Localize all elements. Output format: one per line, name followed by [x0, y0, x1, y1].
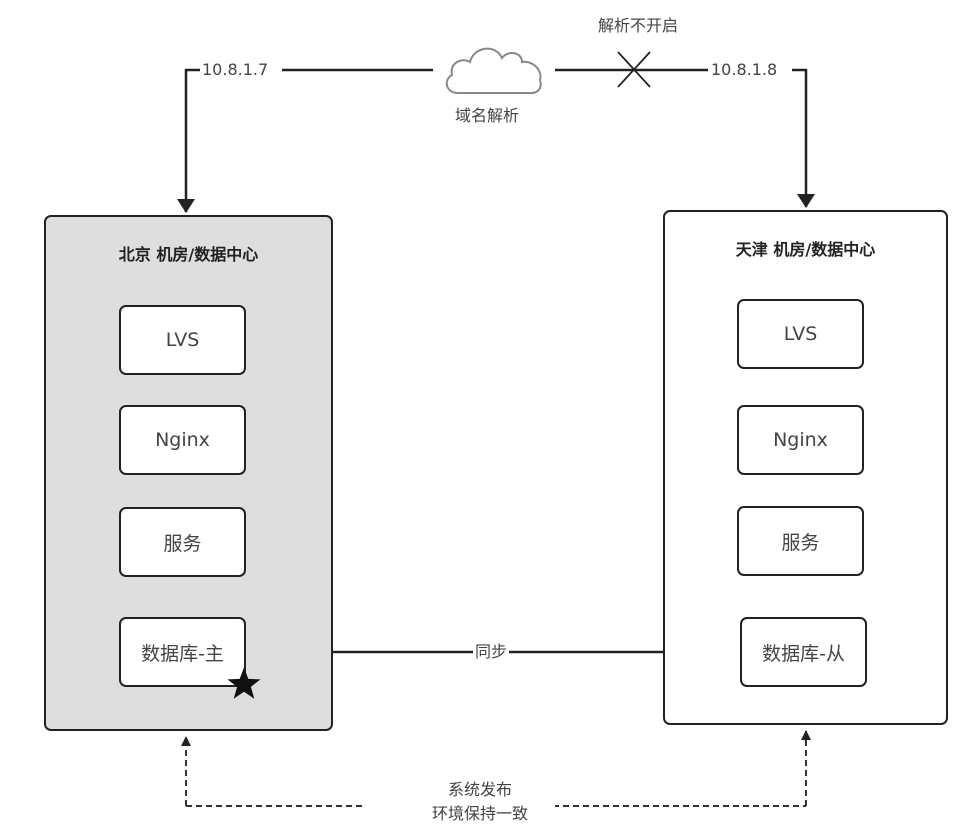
release-consistency-connector	[181, 730, 811, 807]
tianjin-db-replica-node: 数据库-从	[740, 617, 867, 687]
beijing-ip-label: 10.8.1.7	[202, 60, 269, 80]
dns-to-beijing-connector	[177, 68, 433, 213]
release-label-line2: 环境保持一致	[405, 804, 555, 824]
beijing-datacenter-title: 北京 机房/数据中心	[118, 245, 259, 264]
dns-disabled-label: 解析不开启	[598, 16, 679, 36]
beijing-service-node: 服务	[119, 507, 246, 577]
tianjin-datacenter-title: 天津 机房/数据中心	[735, 240, 876, 259]
sync-label: 同步	[473, 642, 510, 662]
beijing-db-primary-node: 数据库-主	[119, 617, 246, 687]
tianjin-nginx-node: Nginx	[737, 405, 864, 475]
dns-label: 域名解析	[455, 106, 520, 126]
tianjin-lvs-node: LVS	[737, 299, 864, 369]
tianjin-service-node: 服务	[737, 506, 864, 576]
disabled-x-icon	[617, 51, 651, 88]
cloud-icon	[445, 47, 542, 95]
star-icon	[227, 667, 261, 699]
tianjin-ip-label: 10.8.1.8	[711, 60, 778, 80]
beijing-lvs-node: LVS	[119, 305, 246, 375]
beijing-nginx-node: Nginx	[119, 405, 246, 475]
release-label-line1: 系统发布	[405, 780, 555, 800]
dns-to-tianjin-connector	[555, 68, 815, 208]
